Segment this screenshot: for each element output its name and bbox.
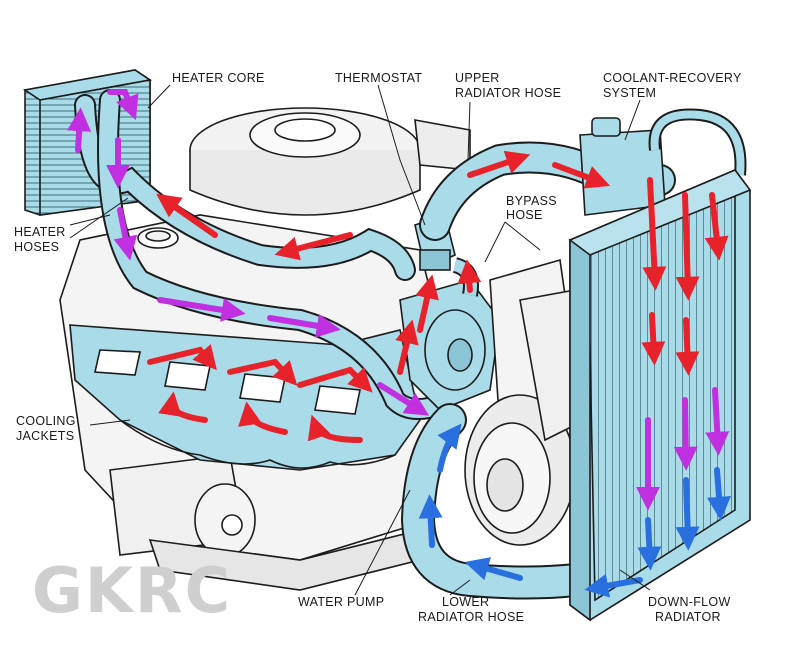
label-radiator-line2: RADIATOR bbox=[655, 610, 721, 624]
label-upper-hose-line1: UPPER bbox=[455, 71, 500, 85]
labels: HEATER CORE THERMOSTAT UPPER RADIATOR HO… bbox=[14, 71, 742, 624]
label-heater-core: HEATER CORE bbox=[172, 71, 265, 85]
label-heater-hoses-line2: HOSES bbox=[14, 240, 59, 254]
watermark: GKRC bbox=[32, 554, 232, 627]
label-upper-hose-line2: RADIATOR HOSE bbox=[455, 86, 561, 100]
hot-flow-arrows bbox=[147, 150, 729, 443]
label-bypass-line2: HOSE bbox=[506, 208, 543, 222]
fan-and-pulleys bbox=[464, 258, 586, 546]
lower-radiator-hose bbox=[400, 403, 592, 600]
label-bypass-line1: BYPASS bbox=[506, 194, 557, 208]
label-cooling-line2: JACKETS bbox=[16, 429, 74, 443]
label-recovery-line2: SYSTEM bbox=[603, 86, 656, 100]
heater-hoses bbox=[74, 89, 451, 420]
label-recovery-line1: COOLANT-RECOVERY bbox=[603, 71, 742, 85]
label-radiator-line1: DOWN-FLOW bbox=[648, 595, 731, 609]
down-flow-radiator bbox=[568, 169, 752, 622]
leader-lines bbox=[69, 84, 651, 596]
label-lower-hose-line2: RADIATOR HOSE bbox=[418, 610, 524, 624]
label-water-pump: WATER PUMP bbox=[298, 595, 384, 609]
warm-flow-arrows bbox=[67, 89, 730, 511]
cool-flow-arrows bbox=[418, 423, 731, 598]
coolant-recovery-tank bbox=[579, 108, 747, 216]
label-thermostat: THERMOSTAT bbox=[335, 71, 422, 85]
label-lower-hose-line1: LOWER bbox=[442, 595, 489, 609]
label-cooling-line1: COOLING bbox=[16, 414, 76, 428]
label-heater-hoses-line1: HEATER bbox=[14, 225, 66, 239]
